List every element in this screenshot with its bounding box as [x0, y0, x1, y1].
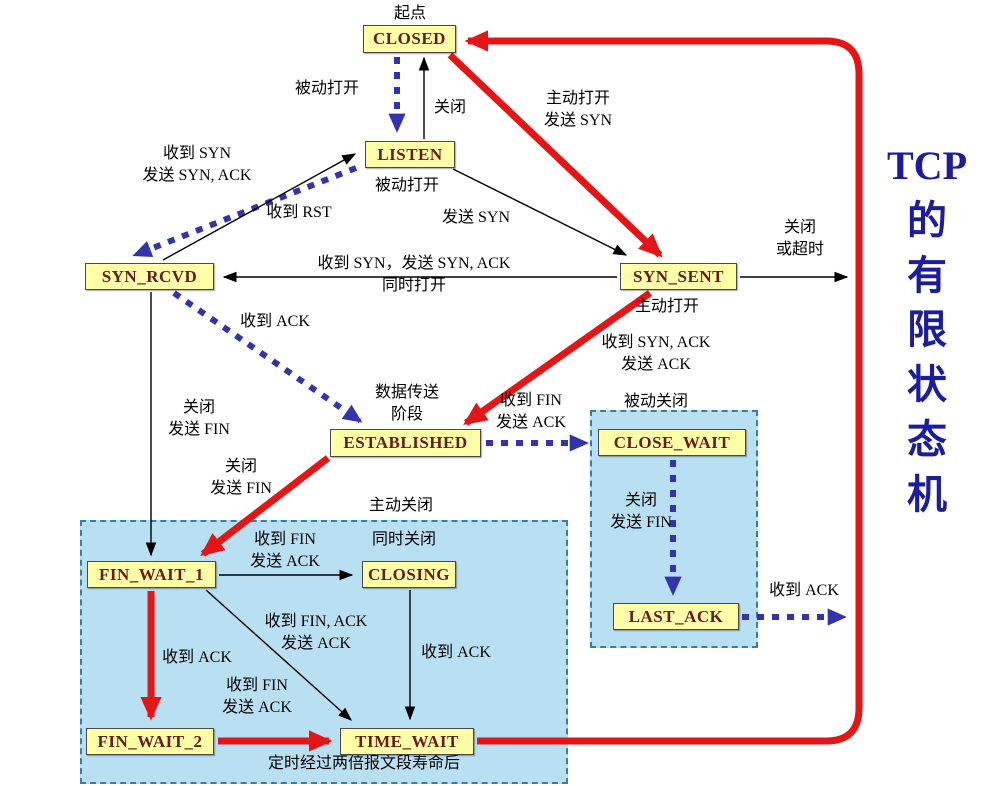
state-time-wait: TIME_WAIT	[340, 728, 474, 755]
title-line-3: 限	[907, 307, 947, 353]
edge-label-recv-ack-closing2: 收到 ACK	[421, 644, 491, 661]
edge-label-close: 关闭	[433, 99, 466, 116]
edge-label-recv-syn-send-synack: 收到 SYN 发送 SYN, ACK	[142, 145, 252, 184]
state-fin-wait-2: FIN_WAIT_2	[86, 728, 214, 755]
active-close-caption: 主动关闭	[368, 497, 433, 514]
edge-label-2msl-timer: 定时经过两倍报文段寿命后	[267, 755, 460, 772]
passive-close-caption: 被动关闭	[623, 393, 688, 410]
state-close-wait: CLOSE_WAIT	[598, 429, 746, 456]
start-point-label: 起点	[393, 5, 426, 22]
title-line-6: 机	[907, 471, 947, 517]
title-line-2: 有	[907, 252, 947, 298]
passive-open-caption: 被动打开	[374, 177, 439, 194]
state-last-ack: LAST_ACK	[613, 603, 739, 630]
state-syn-sent: SYN_SENT	[620, 263, 737, 290]
edge-label-recv-ack-last: 收到 ACK	[769, 582, 839, 599]
edge-label-passive-open: 被动打开	[294, 80, 359, 97]
active-open-caption: 主动打开	[634, 298, 699, 315]
edge-label-close-send-fin-left: 关闭 发送 FIN	[168, 399, 230, 438]
edge-label-recv-ack-fw1: 收到 ACK	[162, 649, 232, 666]
edge-label-simultaneous-open: 收到 SYN，发送 SYN, ACK 同时打开	[317, 255, 511, 294]
edge-label-recv-finack-send-ack: 收到 FIN, ACK 发送 ACK	[264, 613, 368, 652]
state-fin-wait-1: FIN_WAIT_1	[87, 561, 216, 588]
title-line-4: 状	[907, 362, 947, 408]
edge-label-send-syn: 发送 SYN	[441, 209, 510, 226]
edge-label-recv-fin-send-ack-closing: 收到 FIN 发送 ACK	[250, 531, 320, 570]
edge-label-recv-fin-send-ack-server: 收到 FIN 发送 ACK	[496, 392, 566, 431]
edge-label-close-or-timeout: 关闭 或超时	[775, 219, 824, 258]
title-line-1: 的	[907, 197, 947, 243]
diagram-title: TCP 的 有 限 状 态 机	[868, 142, 986, 520]
state-established: ESTABLISHED	[330, 429, 481, 457]
state-syn-rcvd: SYN_RCVD	[85, 263, 214, 290]
edge-label-recv-rst: 收到 RST	[266, 204, 332, 221]
edge-label-recv-fin-send-ack-fw2: 收到 FIN 发送 ACK	[222, 677, 292, 716]
simultaneous-close-caption: 同时关闭	[371, 531, 436, 548]
edge-label-recv-ack-server: 收到 ACK	[240, 313, 310, 330]
state-closing: CLOSING	[362, 561, 456, 588]
title-line-5: 态	[907, 416, 947, 462]
edge-label-close-send-fin-client: 关闭 发送 FIN	[210, 458, 272, 497]
edge-label-recv-synack-send-ack: 收到 SYN, ACK 发送 ACK	[601, 334, 711, 373]
edge-label-active-open-send-syn: 主动打开 发送 SYN	[543, 90, 612, 129]
title-line-tcp: TCP	[887, 143, 967, 188]
edge-label-close-send-fin-server: 关闭 发送 FIN	[610, 492, 672, 531]
data-transfer-caption: 数据传送 阶段	[374, 384, 439, 423]
state-closed: CLOSED	[363, 25, 456, 53]
state-listen: LISTEN	[365, 141, 455, 168]
